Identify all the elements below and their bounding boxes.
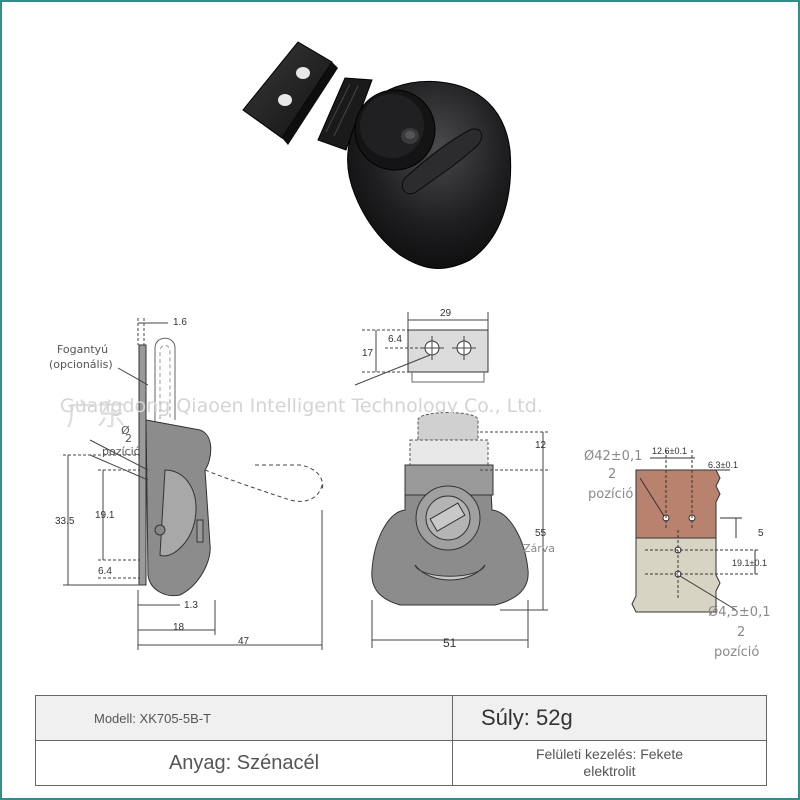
count-label: 2 (125, 432, 132, 445)
model-cell: Modell: XK705-5B-T (35, 695, 453, 741)
phi42-count: 2 (608, 467, 617, 482)
dim-6-3: 6.3±0.1 (708, 460, 738, 470)
dim-47: 47 (238, 636, 250, 647)
dim-19-1b: 19.1±0.1 (732, 558, 767, 568)
dim-1-6: 1.6 (173, 317, 187, 328)
latch-body (347, 80, 512, 269)
dim-18: 18 (173, 622, 185, 633)
dim-12-6: 12.6±0.1 (652, 446, 687, 456)
finish-cell: Felületi kezelés: Fekete elektrolit (452, 740, 767, 786)
dim-29: 29 (440, 308, 452, 319)
thumb-groove (401, 128, 483, 195)
dim-19-1: 19.1 (95, 510, 115, 521)
phi45-label: Ø4,5±0,1 (708, 605, 771, 620)
phi-label: Ø (121, 424, 130, 437)
dim-6-4b: 6.4 (388, 334, 402, 345)
mount-hole-icon (296, 67, 310, 79)
dim-17: 17 (362, 348, 374, 359)
handle-label: Fogantyú (57, 343, 109, 356)
watermark-cn: 广东 (66, 399, 126, 432)
dim-12: 12 (535, 440, 547, 451)
specs-row: Modell: XK705-5B-T Súly: 52g (35, 695, 767, 741)
dim-51: 51 (443, 636, 457, 650)
weight-cell: Súly: 52g (452, 695, 767, 741)
phi42-position: pozíció (588, 487, 634, 502)
handle-optional-label: (opcionális) (49, 358, 113, 371)
finish-line-1: Felületi kezelés: Fekete (535, 746, 684, 763)
dim-33-5: 33.5 (55, 516, 75, 527)
phi42-label: Ø42±0,1 (584, 449, 643, 464)
front-view-drawing (354, 312, 548, 648)
strike-keeper (317, 77, 373, 151)
watermark-text: Guangdong Qiaoen Intelligent Technology … (60, 395, 543, 417)
mounting-cutout-diagram (631, 450, 760, 613)
specs-table: Modell: XK705-5B-T Súly: 52g Anyag: Szén… (35, 695, 767, 786)
specs-row: Anyag: Szénacél Felületi kezelés: Fekete… (35, 740, 767, 786)
product-photo (242, 41, 512, 269)
dim-5: 5 (758, 528, 764, 539)
position-label: pozíció (102, 445, 141, 458)
phi45-count: 2 (737, 625, 746, 640)
phi45-position: pozíció (714, 645, 760, 660)
dim-1-3: 1.3 (184, 600, 198, 611)
closed-label: Zárva (523, 542, 556, 555)
side-view-drawing (63, 318, 324, 650)
dim-55: 55 (535, 528, 547, 539)
dim-6-4: 6.4 (98, 566, 112, 577)
finish-line-2: elektrolit (583, 763, 636, 779)
mount-hole-icon (278, 94, 292, 106)
material-cell: Anyag: Szénacél (35, 740, 453, 786)
hinge-plate (242, 41, 338, 145)
